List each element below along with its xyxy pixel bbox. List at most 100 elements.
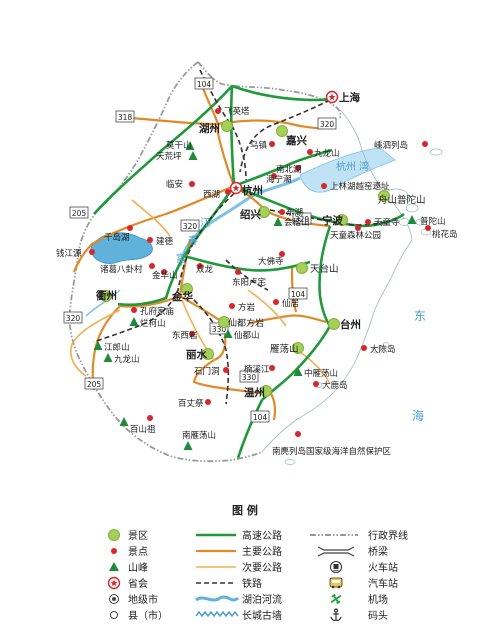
legend-item: 高速公路 [196, 529, 282, 542]
legend-item: 景点 [111, 546, 148, 558]
place-label: 东西岩 [172, 330, 198, 341]
spot-marker [279, 209, 285, 215]
lake-river-icon [195, 595, 240, 602]
place-label: 仙都山 [234, 330, 260, 341]
legend-title: 图 例 [232, 503, 258, 517]
spot-marker [229, 303, 235, 309]
legend-item: 主要公路 [196, 545, 282, 558]
legend-item: 省会 [107, 576, 148, 590]
place-label: 西湖 [203, 190, 220, 200]
place-label: 台州 [340, 318, 361, 331]
place-label: 嘉兴 [285, 134, 307, 147]
spot-marker [269, 365, 275, 371]
svg-text:机场: 机场 [368, 593, 388, 606]
place-label: 会稽山 [284, 217, 310, 228]
spot-marker [269, 141, 275, 147]
spot-marker [295, 431, 301, 437]
svg-text:山峰: 山峰 [128, 562, 148, 574]
svg-text:205: 205 [72, 209, 87, 218]
place-label: 普陀山 [420, 216, 446, 227]
pier-icon [330, 608, 342, 621]
place-label: 宁波 [322, 214, 343, 227]
place-label: 百山祖 [130, 424, 156, 435]
place-label: 烂柯山 [140, 318, 166, 329]
place-label: 飞英塔 [224, 106, 250, 117]
bus-station-icon [329, 577, 343, 589]
place-label: 九龙山 [314, 148, 340, 159]
road-shield: 205 [69, 206, 89, 219]
coastline [261, 109, 413, 453]
place-label: 天童寺 [374, 217, 400, 228]
place-label: 绍兴 [240, 208, 261, 221]
svg-text:320: 320 [183, 222, 198, 231]
spot-marker [223, 367, 229, 373]
place-label: 大陈岛 [370, 344, 396, 355]
place-label: 杭州 [242, 184, 263, 197]
spot-marker [422, 141, 428, 147]
scenic-marker [296, 262, 308, 274]
spot-marker [321, 183, 327, 189]
road-shield: 329 [292, 212, 312, 225]
capital-marker [325, 90, 339, 104]
spot-marker [147, 415, 153, 421]
place-label: 天台山 [310, 263, 339, 275]
scenic-spot-icon [111, 548, 117, 554]
legend-item: 长城古墙 [195, 609, 282, 622]
road-shield: 320 [63, 311, 83, 324]
legend-item: 景区 [108, 529, 148, 542]
jiangshan-river [85, 289, 121, 317]
mountain-marker [119, 417, 129, 426]
svg-text:104: 104 [291, 290, 306, 299]
place-label: 建德 [156, 236, 174, 247]
place-label: 仙居 [282, 298, 299, 309]
place-label: 衢州 [96, 289, 117, 302]
spot-marker [225, 189, 231, 195]
water-labels: 杭州 湾 江 春 富 东 海 [176, 160, 426, 423]
mountain-marker [273, 217, 283, 226]
place-label: 天荒坪 [156, 151, 182, 162]
svg-text:湖泊河流: 湖泊河流 [242, 593, 282, 606]
svg-text:次要公路: 次要公路 [242, 561, 282, 574]
svg-text:329: 329 [295, 215, 310, 224]
place-label: 上林湖越窑遗址 [330, 181, 390, 192]
place-label: 百丈祭 [178, 398, 204, 409]
qiantang-river [178, 176, 301, 267]
place-label: 金华 [171, 290, 193, 303]
svg-text:主要公路: 主要公路 [242, 545, 282, 558]
legend-item: 桥梁 [317, 545, 388, 558]
mountain-marker [188, 151, 198, 160]
spot-marker [235, 269, 241, 275]
place-label: 诸葛八卦村 [100, 264, 143, 275]
place-label: 桃花岛 [432, 229, 458, 240]
svg-text:长城古墙: 长城古墙 [242, 609, 282, 622]
place-label: 上海 [339, 91, 360, 104]
place-label: 金华山 [152, 270, 178, 281]
hangzhou-bay [299, 147, 396, 193]
road-shield: 104 [194, 77, 214, 90]
mountain-marker [407, 215, 417, 224]
capital-marker [229, 181, 243, 195]
place-label: 天童森林公园 [330, 230, 381, 241]
airport-icon [330, 593, 342, 605]
capital-icon [107, 576, 121, 590]
place-label: 临安 [166, 179, 183, 190]
legend-item: 次要公路 [196, 561, 282, 574]
water-label: 海 [412, 408, 424, 423]
city-marker [221, 120, 233, 132]
county-icon [110, 611, 118, 619]
water-label: 富 [176, 252, 186, 265]
water-label: 江 [200, 217, 210, 229]
province-boundary [68, 61, 342, 463]
legend-item: 火车站 [330, 561, 398, 574]
place-label: 南麂列岛国家级海洋自然保护区 [272, 446, 392, 457]
legend-item: 汽车站 [329, 577, 398, 590]
place-label: 乌镇 [250, 140, 268, 151]
secondary-roads [70, 199, 331, 385]
svg-text:104: 104 [197, 80, 212, 89]
train-station-icon [330, 561, 342, 573]
place-label: 舟山普陀山 [378, 194, 426, 206]
mountain-marker [103, 353, 113, 362]
legend-item: 机场 [330, 593, 388, 606]
svg-text:320: 320 [320, 120, 335, 129]
bridge-icon [317, 546, 355, 557]
